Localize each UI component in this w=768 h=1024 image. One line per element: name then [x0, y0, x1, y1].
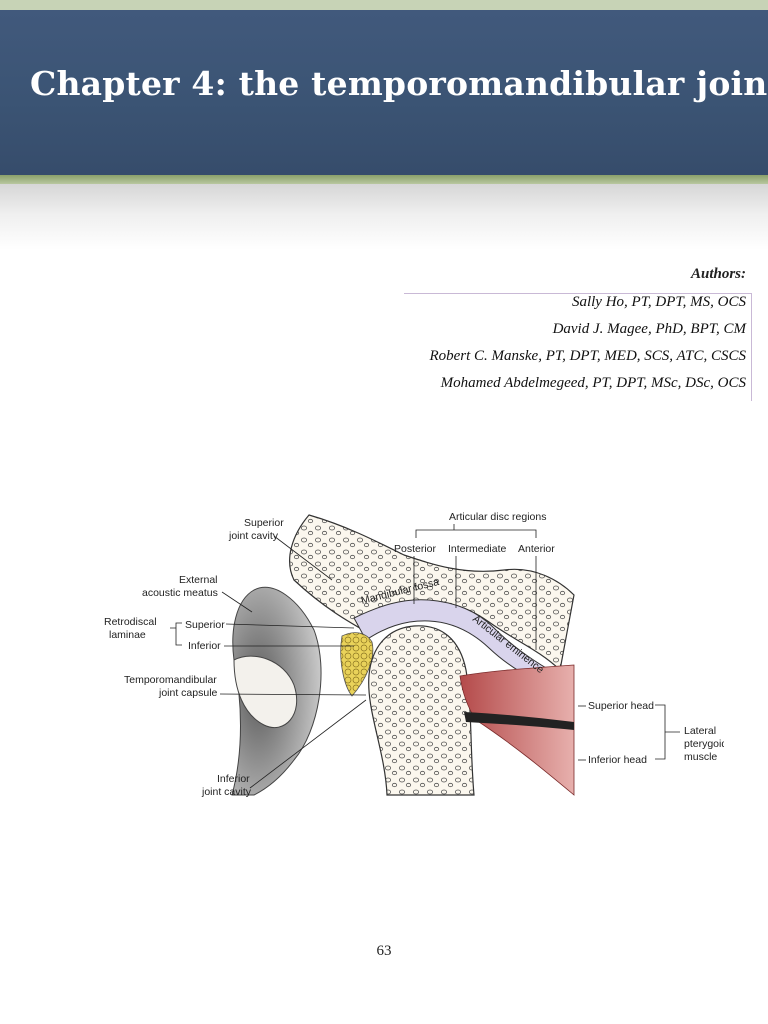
- banner-underline: [0, 175, 768, 184]
- label-articular-disc-regions: Articular disc regions: [449, 511, 546, 523]
- temporal-bone: [289, 514, 575, 672]
- label-superior-joint-cavity-2: joint cavity: [228, 530, 279, 542]
- lateral-pterygoid: [459, 664, 575, 796]
- label-lateral-pterygoid-2: pterygoid: [684, 738, 724, 750]
- author-4: Mohamed Abdelmegeed, PT, DPT, MSc, DSc, …: [440, 375, 746, 391]
- chapter-banner: Chapter 4: the temporomandibular joint: [0, 10, 768, 176]
- label-superior-head: Superior head: [588, 700, 654, 712]
- page-number: 63: [376, 943, 392, 959]
- label-retrodiscal-2: laminae: [109, 629, 146, 641]
- label-inferior-joint-cavity-2: joint cavity: [201, 786, 252, 798]
- top-strip: [0, 0, 768, 10]
- authors-heading: Authors:: [690, 266, 746, 282]
- label-tmj-capsule-2: joint capsule: [158, 687, 218, 699]
- label-inferior-lamina: Inferior: [188, 640, 221, 652]
- author-3: Robert C. Manske, PT, DPT, MED, SCS, ATC…: [429, 348, 746, 364]
- label-external-acoustic-2: acoustic meatus: [142, 587, 218, 599]
- label-retrodiscal-1: Retrodiscal: [104, 616, 157, 628]
- mandibular-condyle: [368, 625, 475, 796]
- tmj-anatomy-figure: Superior joint cavity External acoustic …: [104, 500, 727, 805]
- label-external-acoustic-1: External: [179, 574, 218, 586]
- label-anterior: Anterior: [518, 543, 555, 555]
- label-tmj-capsule-1: Temporomandibular: [124, 674, 217, 686]
- authors-side-rule: [751, 293, 752, 401]
- author-2: David J. Magee, PhD, BPT, CM: [552, 321, 746, 337]
- label-inferior-head: Inferior head: [588, 754, 647, 766]
- label-intermediate: Intermediate: [448, 543, 507, 555]
- label-superior-lamina: Superior: [185, 619, 225, 631]
- tmj-illustration: Superior joint cavity External acoustic …: [104, 511, 727, 798]
- authors-divider: [404, 293, 752, 294]
- label-superior-joint-cavity-1: Superior: [244, 517, 284, 529]
- retrodiscal-fat: [340, 632, 374, 697]
- label-inferior-joint-cavity-1: Inferior: [217, 773, 250, 785]
- banner-shadow: [0, 184, 768, 250]
- chapter-title: Chapter 4: the temporomandibular joint: [30, 64, 768, 103]
- label-lateral-pterygoid-3: muscle: [684, 751, 717, 763]
- author-1: Sally Ho, PT, DPT, MS, OCS: [571, 294, 746, 310]
- label-posterior: Posterior: [394, 543, 437, 555]
- label-lateral-pterygoid-1: Lateral: [684, 725, 716, 737]
